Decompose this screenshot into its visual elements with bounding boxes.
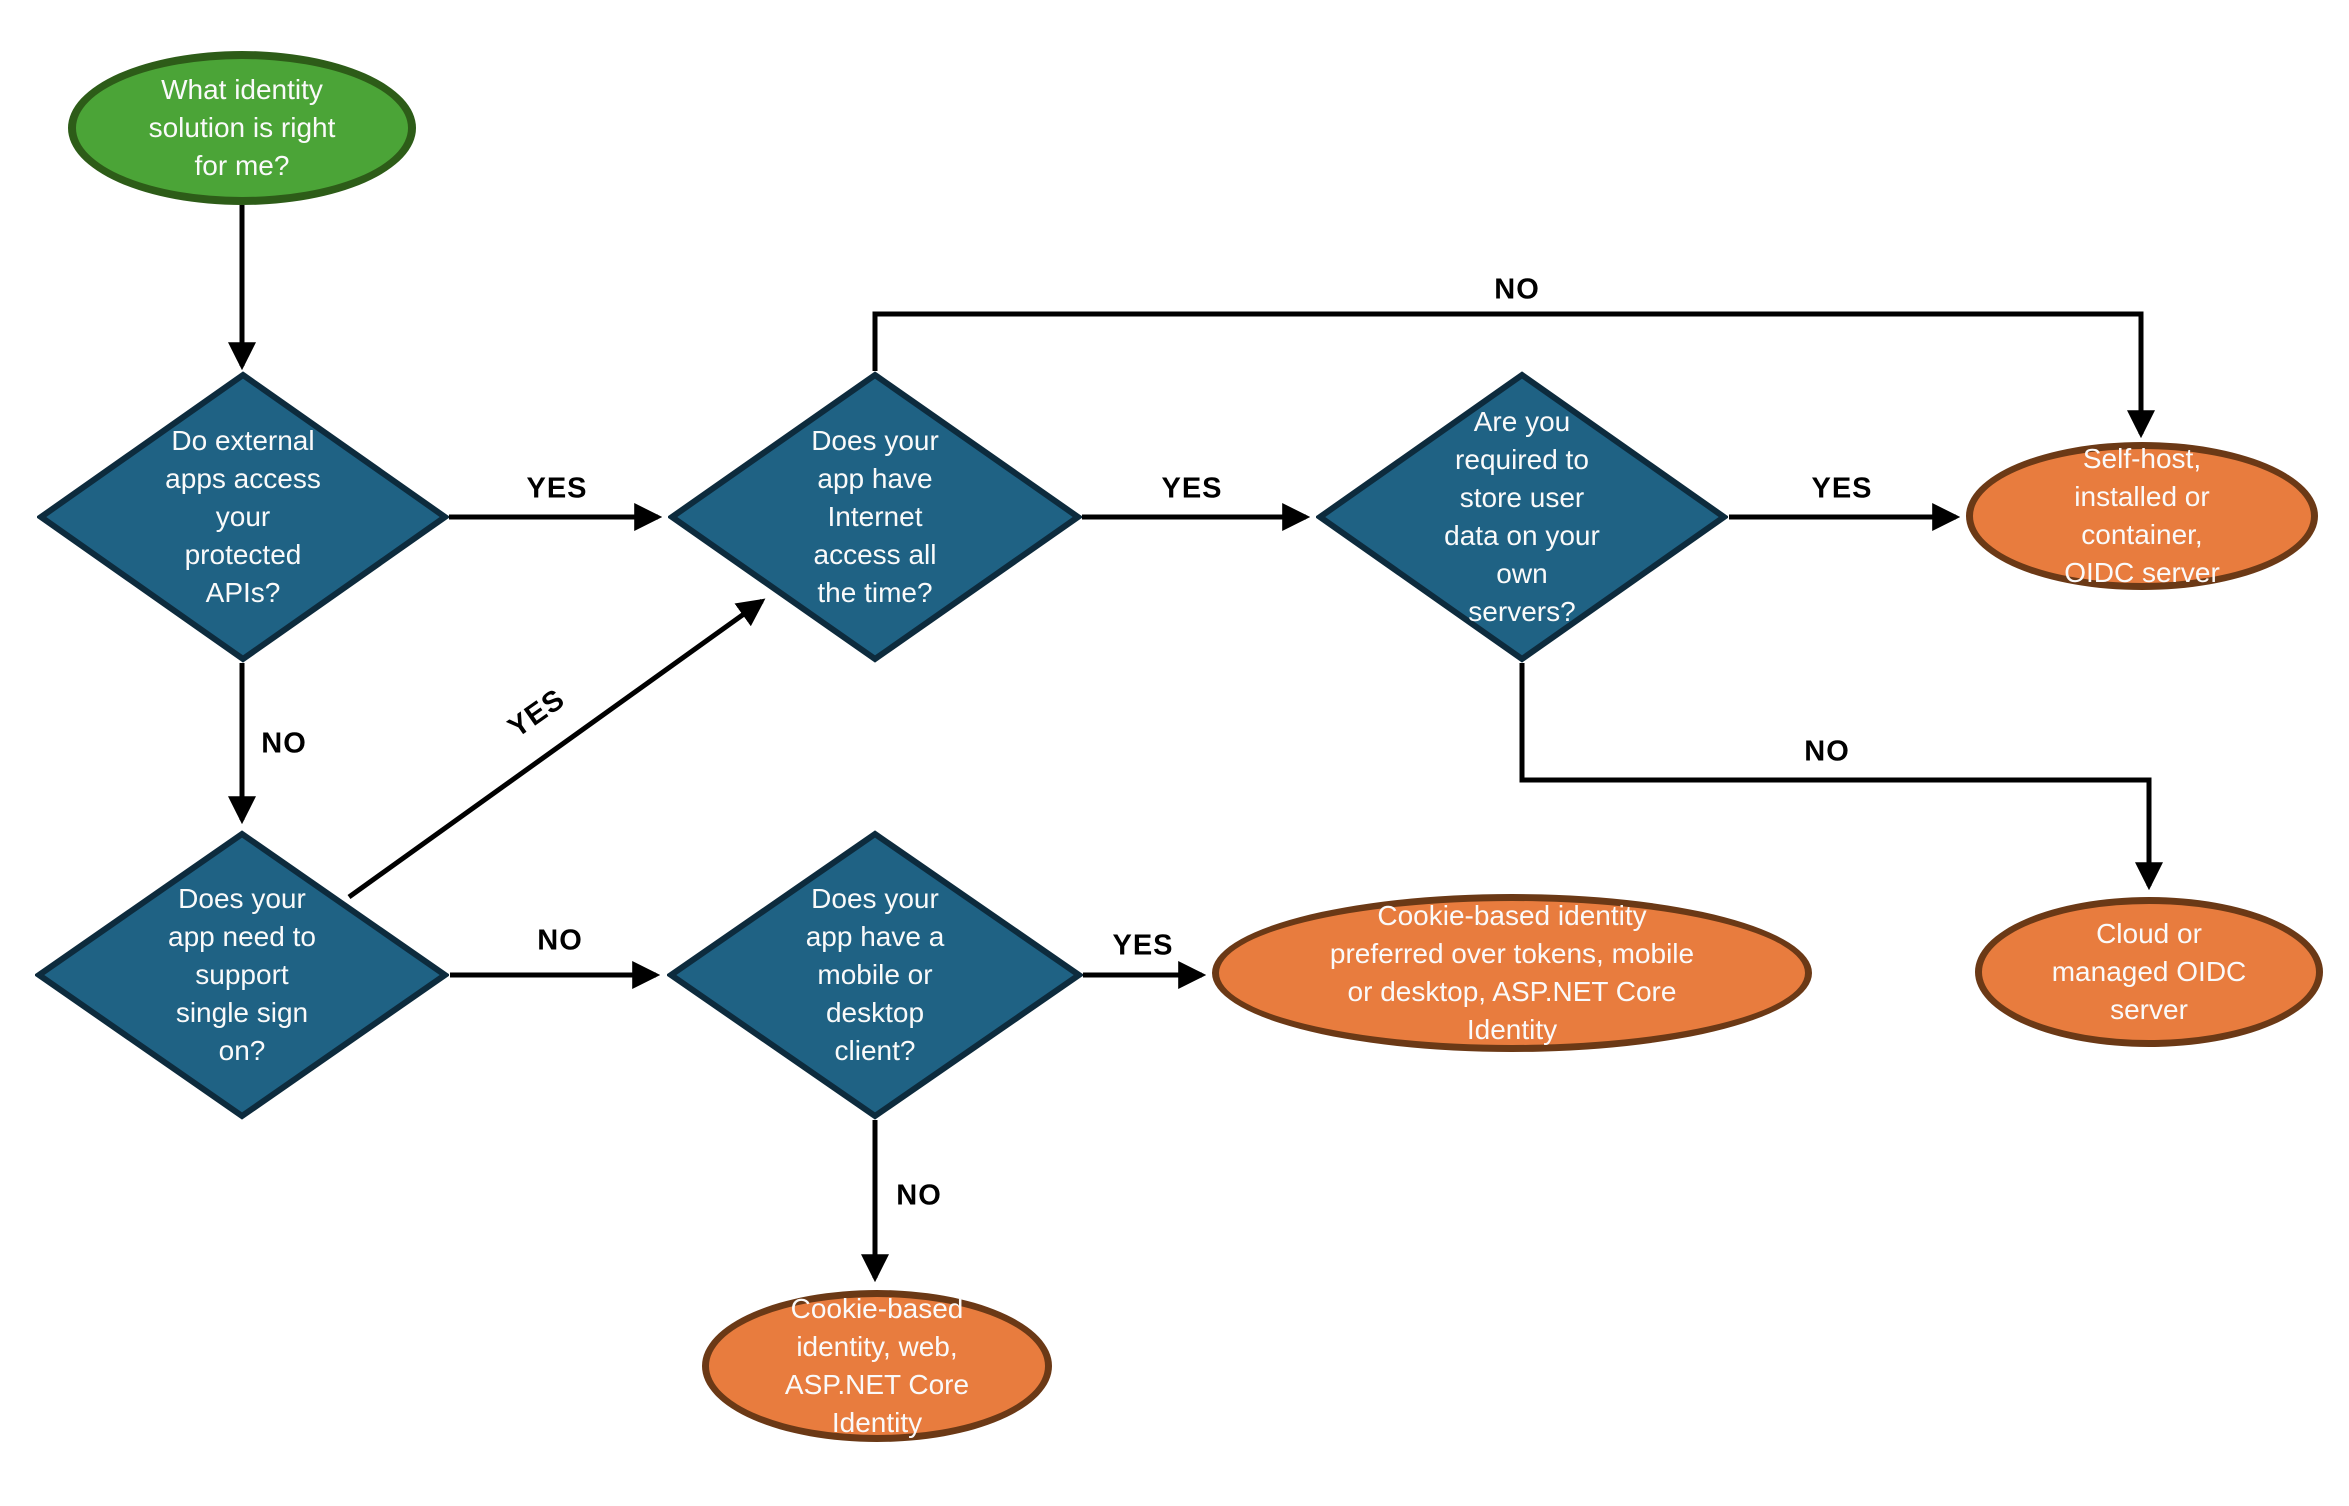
result-cloud-oidc-label: Cloud or managed OIDC server <box>2051 917 2247 1026</box>
decision-store-user-data: Are you required to store user data on y… <box>1316 371 1728 663</box>
edge-label-store-user-data-no: NO <box>1804 735 1850 768</box>
decision-mobile-desktop-label: Does your app have a mobile or desktop c… <box>805 882 945 1067</box>
result-cookie-mobile-label: Cookie-based identity preferred over tok… <box>1329 899 1695 1046</box>
edge-label-mobile-desktop-no: NO <box>896 1179 942 1212</box>
diamond-shape <box>37 371 449 663</box>
result-self-host-label: Self-host, installed or container, OIDC … <box>2064 442 2220 589</box>
decision-external-apis-label: Do external apps access your protected A… <box>165 424 321 609</box>
edge-label-internet-access-yes: YES <box>1161 472 1223 505</box>
edge-internet-access-no <box>872 311 2155 439</box>
diamond-shape <box>1316 371 1728 663</box>
decision-single-sign-on: Does your app need to support single sig… <box>35 830 449 1120</box>
decision-external-apis: Do external apps access your protected A… <box>37 371 449 663</box>
edge-label-store-user-data-yes: YES <box>1811 472 1873 505</box>
diamond-shape <box>668 371 1082 663</box>
result-cookie-web: Cookie-based identity, web, ASP.NET Core… <box>702 1290 1052 1442</box>
edge-label-external-apis-yes: YES <box>526 472 588 505</box>
start-node-label: What identity solution is right for me? <box>148 73 336 182</box>
decision-single-sign-on-label: Does your app need to support single sig… <box>168 882 316 1067</box>
decision-store-user-data-label: Are you required to store user data on y… <box>1444 405 1600 628</box>
edge-label-external-apis-no: NO <box>261 727 307 760</box>
decision-mobile-desktop: Does your app have a mobile or desktop c… <box>667 830 1083 1120</box>
edge-label-single-sign-on-no: NO <box>537 924 583 957</box>
diamond-shape <box>667 830 1083 1120</box>
decision-internet-access-label: Does your app have Internet access all t… <box>811 424 939 609</box>
edge-store-user-data-no <box>1519 663 2163 891</box>
diamond-shape <box>35 830 449 1120</box>
result-cookie-web-label: Cookie-based identity, web, ASP.NET Core… <box>784 1292 970 1439</box>
result-cloud-oidc: Cloud or managed OIDC server <box>1975 897 2323 1047</box>
edge-label-mobile-desktop-yes: YES <box>1112 929 1174 962</box>
decision-internet-access: Does your app have Internet access all t… <box>668 371 1082 663</box>
start-node: What identity solution is right for me? <box>68 51 416 205</box>
result-cookie-mobile: Cookie-based identity preferred over tok… <box>1212 894 1812 1052</box>
edge-single-sign-on-yes-diagonal <box>347 598 766 900</box>
edge-label-internet-access-no: NO <box>1494 273 1540 306</box>
result-self-host: Self-host, installed or container, OIDC … <box>1966 442 2318 590</box>
